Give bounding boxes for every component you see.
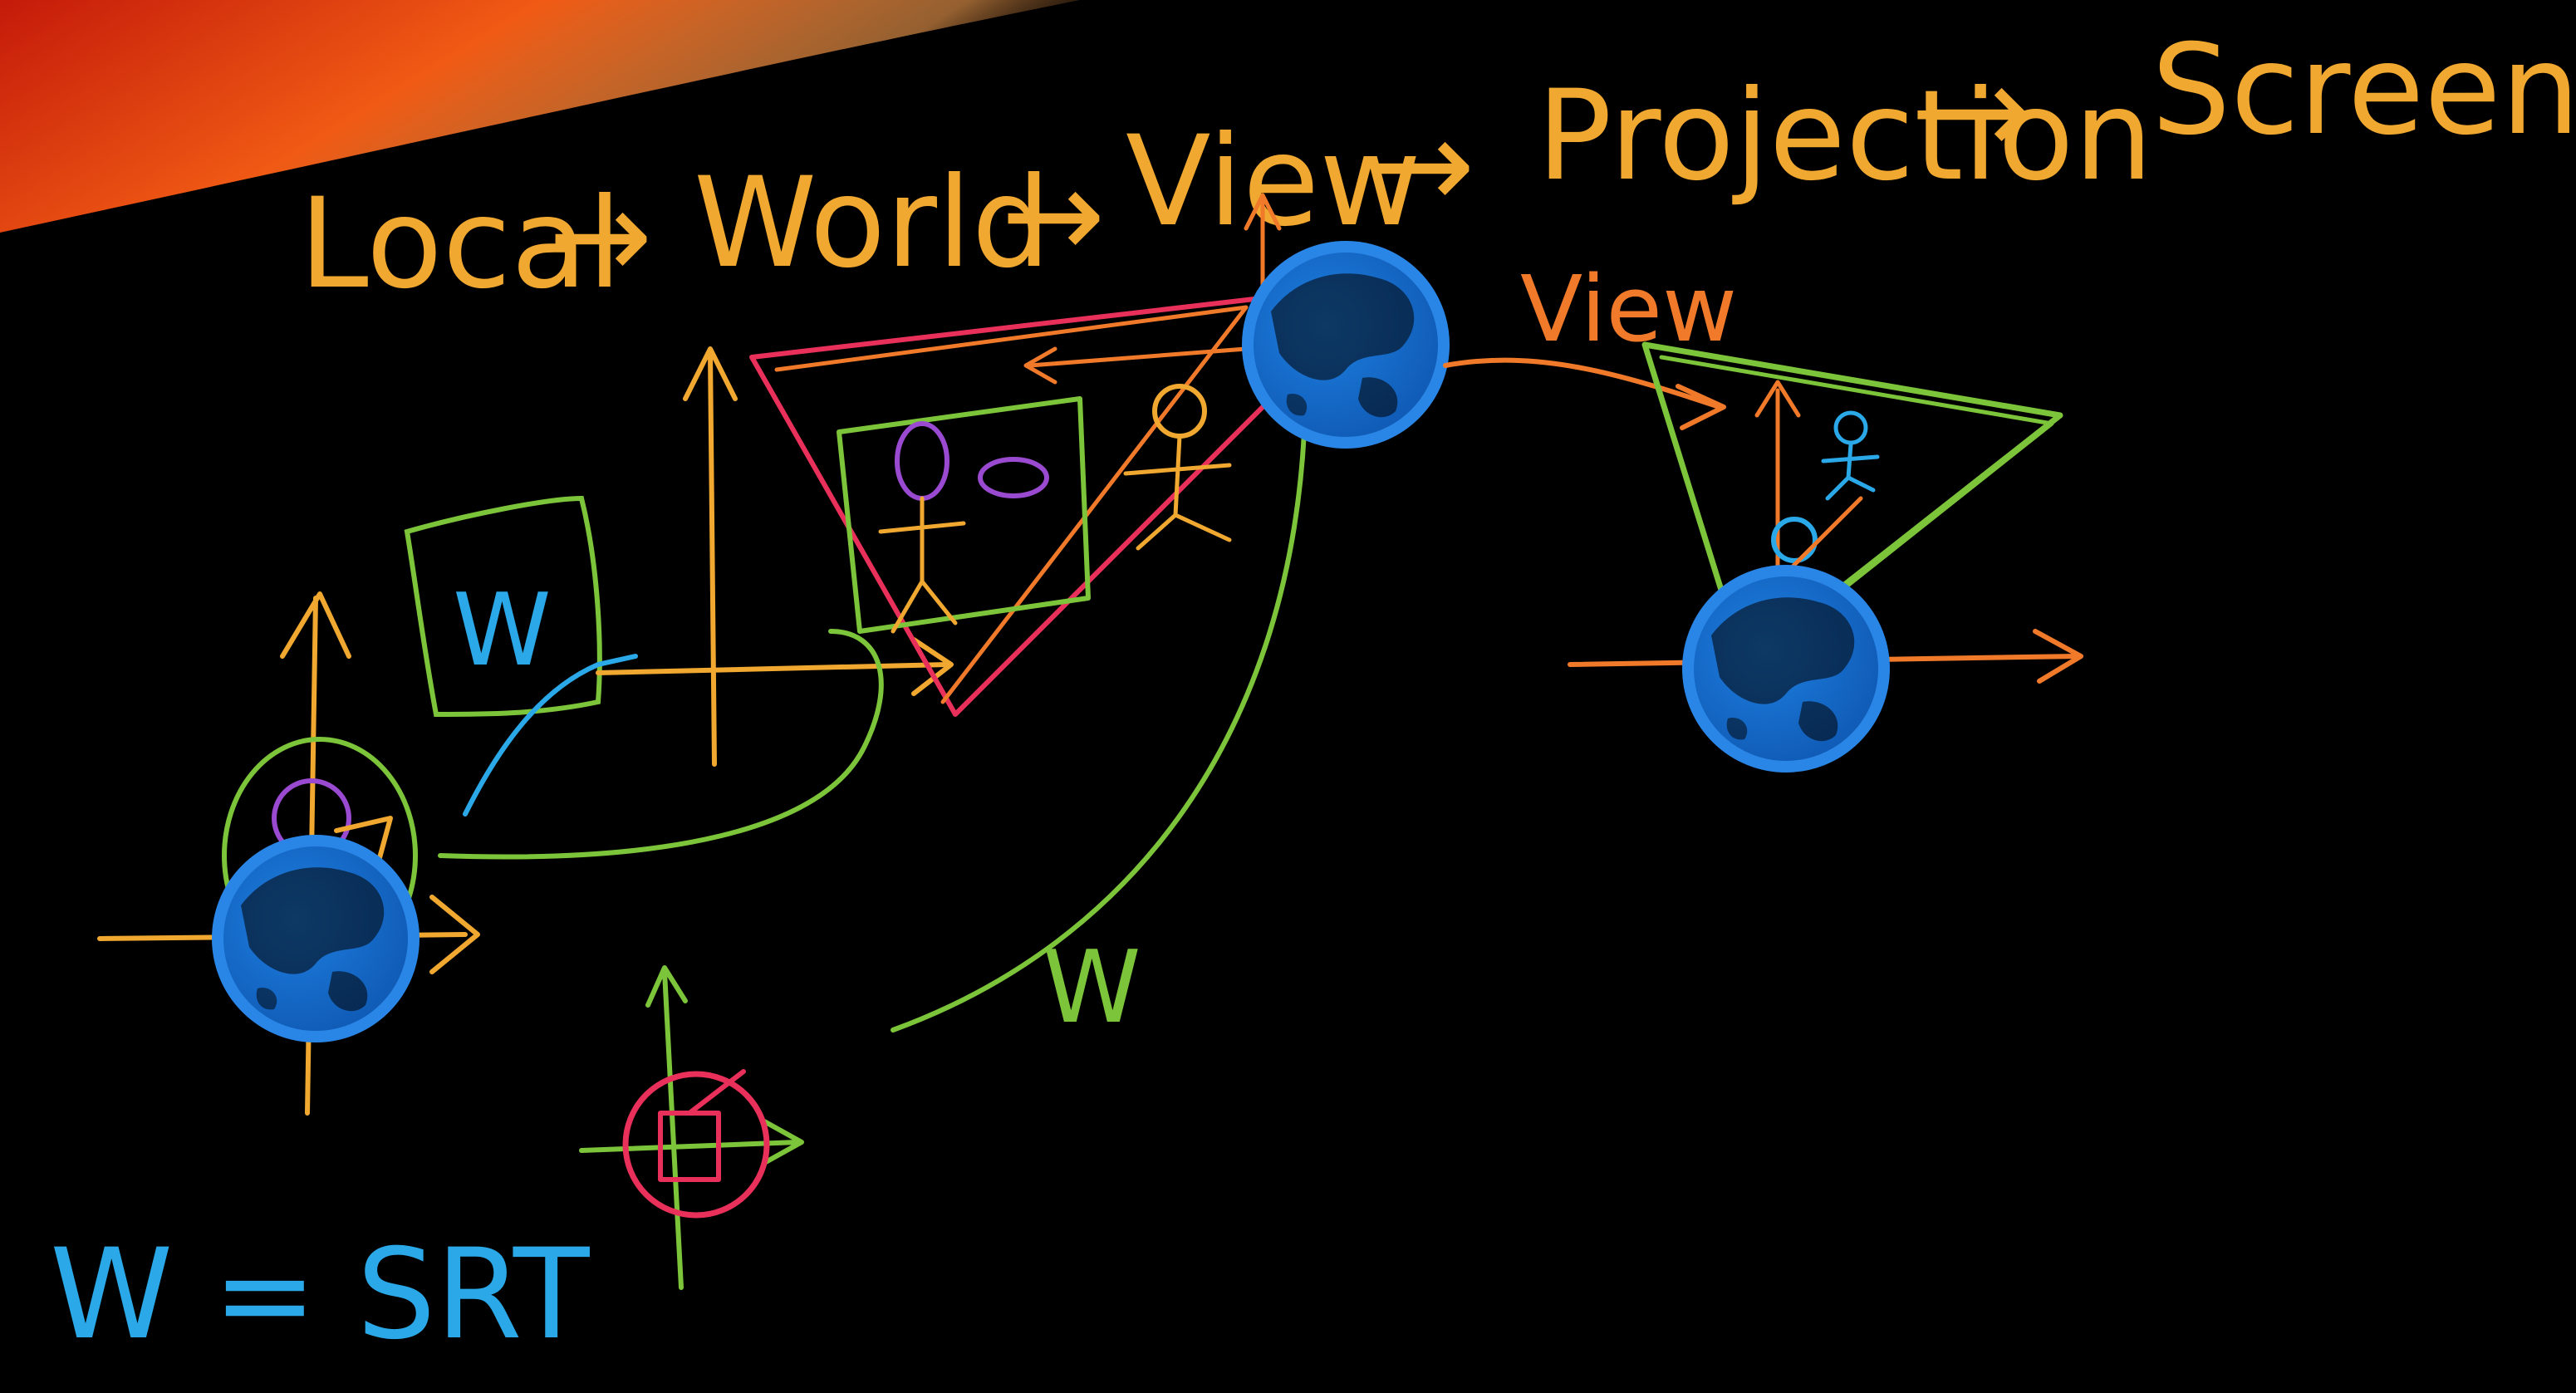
globe-icon [1248,247,1444,443]
srt-formula: W = SRT [50,1223,591,1367]
pipeline-arrow-1: → [548,164,653,308]
pipeline-arrow-3: → [1371,93,1475,238]
pipeline-local: Local [299,172,622,316]
globe-icon [218,841,414,1037]
pipeline-arrow-4: → [1927,39,2032,184]
pipeline-title: Local → World → View → Projection → Scre… [299,18,2576,316]
w-box-label: W [453,573,552,689]
pipeline-world: World [694,151,1051,296]
pipeline-arrow-2: → [1001,143,1106,287]
local-space-sketch [97,591,480,1116]
pipeline-screen: Screen [2152,18,2576,163]
world-space-sketch: W [438,193,1444,1046]
globe-icon [1688,571,1884,767]
w-curve-label: W [1043,930,1141,1046]
world-matrix-box: W [404,495,638,817]
pipeline-view: View [1126,110,1421,254]
corner-flare [0,0,1080,233]
srt-gizmo [579,965,804,1290]
view-space-sketch: View [1443,256,2083,767]
view-label: View [1520,256,1737,362]
pipeline-projection: Projection [1537,64,2153,208]
